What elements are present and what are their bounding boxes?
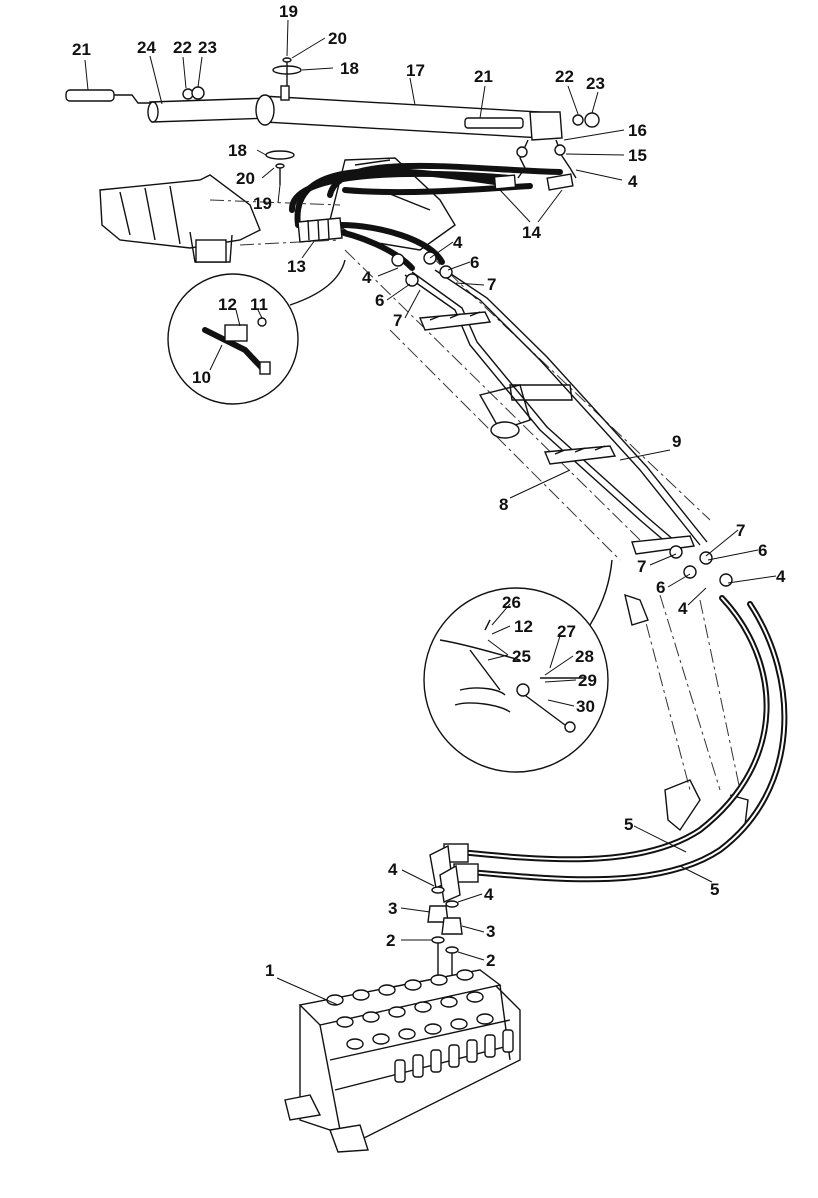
callout-12: 12 [218,295,237,314]
callout-10: 10 [192,368,211,387]
callout-26: 26 [502,593,521,612]
leader-lines [84,19,777,1006]
callout-14: 14 [522,223,541,242]
callout-23: 23 [586,74,605,93]
callout-18: 18 [340,59,359,78]
callout-6: 6 [758,541,767,560]
callout-1: 1 [265,961,274,980]
callout-5: 5 [710,880,719,899]
callout-6: 6 [656,578,665,597]
long-hoses [429,595,788,904]
callout-8: 8 [499,495,508,514]
callout-22: 22 [555,67,574,86]
boom-arm-outline [344,249,749,832]
valve-spools [326,969,514,1083]
callout-4: 4 [362,268,372,287]
callout-13: 13 [287,257,306,276]
upper-cylinder [65,57,600,185]
callout-4: 4 [628,172,638,191]
callout-3: 3 [486,922,495,941]
callout-9: 9 [672,432,681,451]
upper-hoses [288,162,574,271]
callout-16: 16 [628,121,647,140]
callout-24: 24 [137,38,156,57]
callout-5: 5 [624,815,633,834]
callout-27: 27 [557,622,576,641]
callout-4: 4 [453,233,463,252]
callout-6: 6 [470,253,479,272]
detail-view-tube-clamp [423,559,613,773]
callout-7: 7 [393,311,402,330]
callout-19: 19 [279,2,298,21]
valve-fittings [427,886,463,980]
callout-21: 21 [72,40,91,59]
callout-20: 20 [328,29,347,48]
callout-4: 4 [776,567,786,586]
callout-28: 28 [575,647,594,666]
callout-7: 7 [637,557,646,576]
callout-4: 4 [484,885,494,904]
callout-labels: 21 24 22 23 19 20 18 17 21 22 23 16 15 4… [72,2,786,980]
steel-tubes [391,251,733,587]
detail-view-hose-clamp [167,259,346,405]
callout-19: 19 [253,194,272,213]
callout-21: 21 [474,67,493,86]
callout-30: 30 [576,697,595,716]
callout-17: 17 [406,61,425,80]
callout-23: 23 [198,38,217,57]
callout-2: 2 [386,931,395,950]
callout-29: 29 [578,671,597,690]
callout-15: 15 [628,146,647,165]
callout-22: 22 [173,38,192,57]
callout-12: 12 [514,617,533,636]
callout-4: 4 [388,860,398,879]
callout-7: 7 [487,275,496,294]
callout-4: 4 [678,599,688,618]
callout-25: 25 [512,647,531,666]
callout-7: 7 [736,521,745,540]
control-valve-block [284,969,521,1153]
callout-2: 2 [486,951,495,970]
callout-11: 11 [250,295,268,314]
callout-18: 18 [228,141,247,160]
callout-3: 3 [388,899,397,918]
callout-20: 20 [236,169,255,188]
callout-6: 6 [375,291,384,310]
